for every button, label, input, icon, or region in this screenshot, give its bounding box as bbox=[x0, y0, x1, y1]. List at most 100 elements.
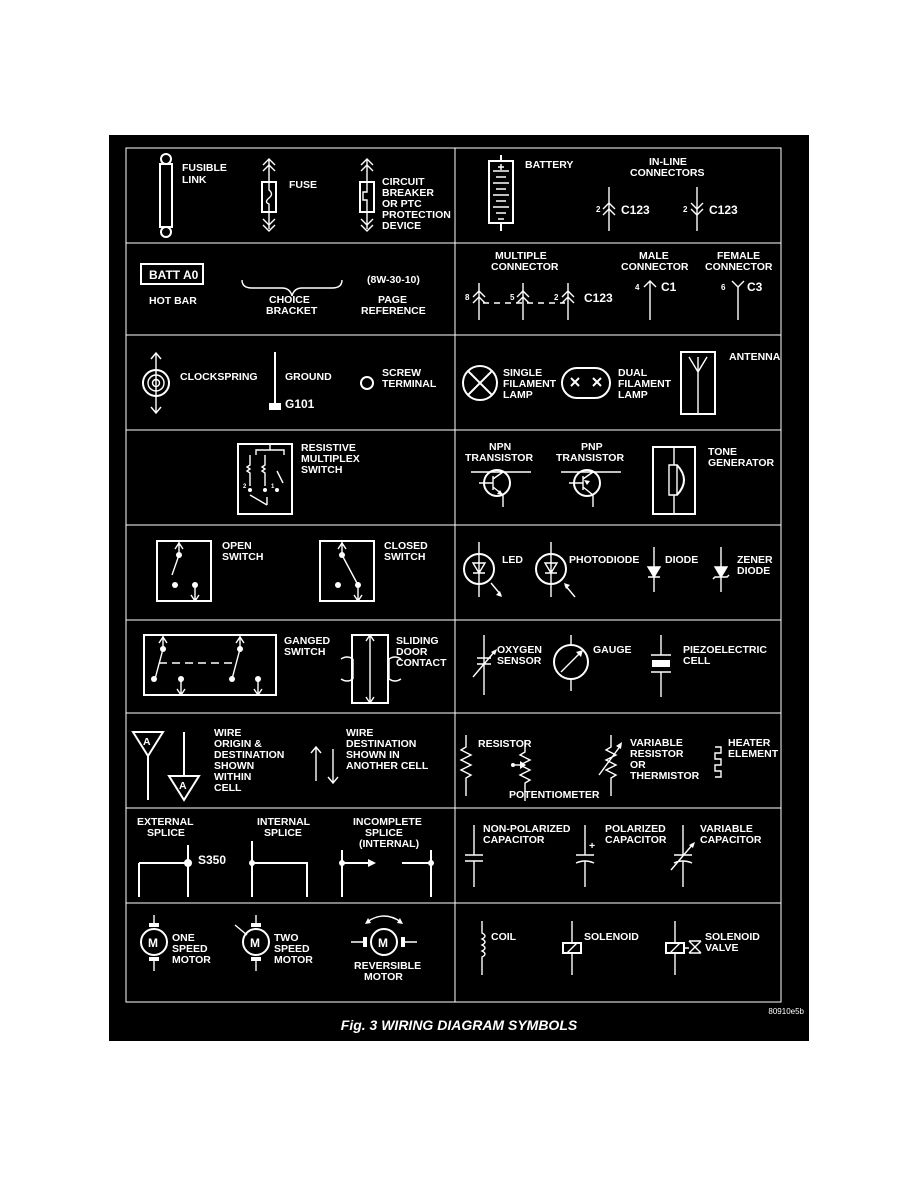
svg-text:6: 6 bbox=[721, 283, 726, 292]
hot-bar-label: HOT BAR bbox=[149, 295, 197, 307]
grid bbox=[125, 147, 782, 1003]
photodiode-symbol: PHOTODIODE bbox=[535, 542, 639, 598]
resistor-symbol: RESISTOR bbox=[459, 735, 532, 796]
battery-label: BATTERY bbox=[525, 159, 573, 171]
antenna-symbol: ANTENNA bbox=[680, 351, 781, 415]
figure-id: 80910e5b bbox=[768, 1007, 804, 1016]
svg-text:M: M bbox=[250, 936, 260, 950]
svg-text:A: A bbox=[179, 780, 187, 792]
potentiometer-label: POTENTIOMETER bbox=[509, 789, 600, 801]
clockspring-symbol: CLOCKSPRING bbox=[142, 351, 258, 415]
potentiometer-symbol: POTENTIOMETER bbox=[509, 740, 600, 801]
svg-text:5: 5 bbox=[510, 293, 515, 302]
gauge-label: GAUGE bbox=[593, 644, 632, 656]
svg-text:M: M bbox=[378, 936, 388, 950]
svg-text:A: A bbox=[143, 736, 151, 748]
svg-text:C123: C123 bbox=[709, 203, 738, 217]
solenoid-label: SOLENOID bbox=[584, 931, 639, 943]
svg-text:C3: C3 bbox=[747, 280, 763, 294]
led-symbol: LED bbox=[463, 542, 523, 597]
fuse-label: FUSE bbox=[289, 179, 317, 191]
svg-text:C123: C123 bbox=[621, 203, 650, 217]
svg-text:+: + bbox=[589, 840, 595, 852]
svg-text:2: 2 bbox=[243, 484, 247, 490]
led-label: LED bbox=[502, 554, 523, 566]
svg-text:(8W-30-10): (8W-30-10) bbox=[367, 274, 420, 286]
svg-text:2: 2 bbox=[596, 205, 601, 214]
battery-symbol: BATTERY bbox=[488, 155, 573, 231]
coil-label: COIL bbox=[491, 931, 517, 943]
fuse-symbol: FUSE bbox=[261, 158, 317, 232]
svg-text:S350: S350 bbox=[198, 853, 226, 867]
photodiode-label: PHOTODIODE bbox=[569, 554, 639, 566]
svg-text:2: 2 bbox=[683, 205, 688, 214]
svg-text:8: 8 bbox=[465, 293, 470, 302]
ground-label: GROUND bbox=[285, 371, 332, 383]
svg-text:2: 2 bbox=[554, 293, 559, 302]
svg-text:1: 1 bbox=[271, 484, 275, 490]
resistor-label: RESISTOR bbox=[478, 738, 532, 750]
diode-label: DIODE bbox=[665, 554, 698, 566]
svg-text:C123: C123 bbox=[584, 291, 613, 305]
solenoid-symbol: SOLENOID bbox=[562, 921, 639, 975]
diode-symbol: DIODE bbox=[646, 547, 698, 592]
figure-caption: Fig. 3 WIRING DIAGRAM SYMBOLS bbox=[340, 1017, 578, 1033]
svg-text:BATT A0: BATT A0 bbox=[149, 268, 199, 282]
